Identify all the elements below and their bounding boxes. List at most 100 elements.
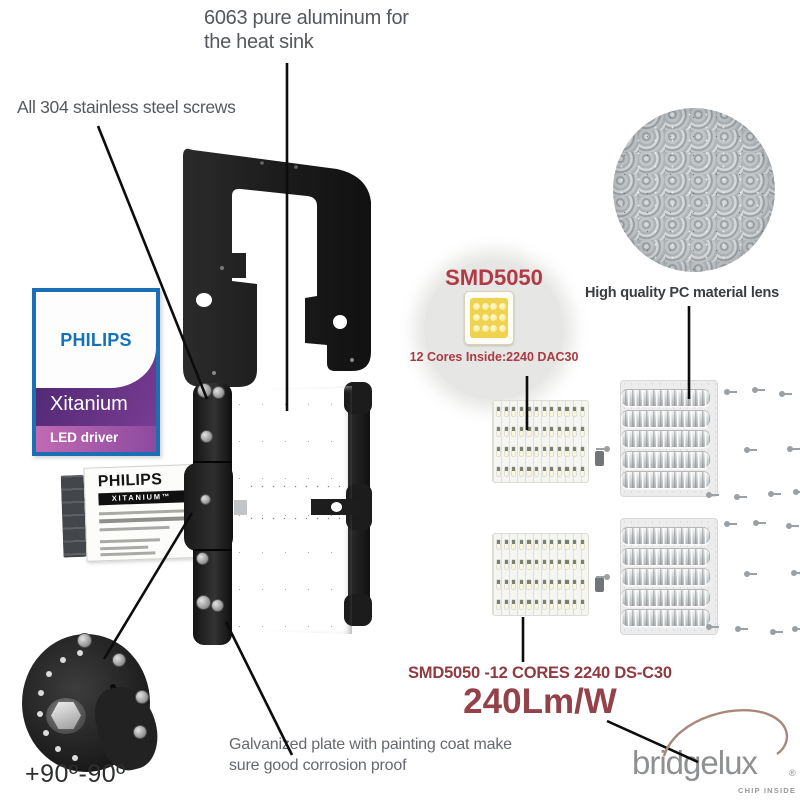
angle-adjust-hole: [46, 671, 52, 677]
led-pcb-module-2: [492, 533, 589, 616]
assembly-screw: [793, 489, 800, 495]
assembly-screw: [752, 387, 765, 393]
efficacy-value: 240Lm/W: [463, 682, 617, 721]
led: [504, 467, 508, 476]
left-middle-hinge: [184, 463, 233, 551]
led: [542, 540, 546, 549]
assembly-screw: [770, 629, 783, 635]
screw-shaft: [740, 628, 748, 630]
driver-xitanium-bar: XITANIUM™: [98, 490, 185, 506]
led: [557, 407, 561, 416]
led: [535, 467, 539, 476]
led: [557, 427, 561, 436]
led: [550, 580, 554, 589]
rail-bolt: [199, 493, 211, 505]
screw-shaft: [773, 493, 781, 495]
philips-driver-box: PHILIPS Xitanium LED driver: [32, 288, 160, 456]
led: [565, 600, 569, 609]
module-connector-1: [595, 451, 604, 466]
led: [580, 427, 584, 436]
led: [497, 447, 501, 456]
led: [497, 540, 501, 549]
bracket-hole-left: [196, 293, 212, 307]
led: [557, 580, 561, 589]
led: [580, 600, 584, 609]
led: [550, 540, 554, 549]
led-core-dot: [490, 325, 497, 332]
bridgelux-logo: bridgelux: [632, 744, 758, 781]
assembly-screw: [792, 626, 800, 632]
screw-shaft: [729, 391, 737, 393]
lens-bump-row: [621, 410, 710, 427]
led-chip-cores: [470, 298, 508, 338]
led: [573, 540, 577, 549]
assembly-screw: [791, 570, 800, 576]
lens-bump-row: [621, 472, 710, 488]
led-core-dot: [473, 325, 480, 332]
plate-slot-hole: [331, 502, 342, 512]
led: [535, 580, 539, 589]
led: [573, 560, 577, 569]
assembly-screw: [734, 494, 747, 500]
lens-bump-row: [621, 431, 710, 447]
led: [504, 560, 508, 569]
driver-fine-print: [100, 551, 156, 556]
led: [504, 540, 508, 549]
led: [527, 427, 531, 436]
led-core-dot: [490, 314, 497, 321]
led: [527, 600, 531, 609]
led: [512, 407, 516, 416]
led: [519, 447, 523, 456]
heatsink-annotation: 6063 pure aluminum for the heat sink: [204, 6, 409, 54]
lens-annotation: High quality PC material lens: [585, 285, 780, 301]
rail-bolt: [210, 598, 224, 612]
led-driver-label: LED driver: [50, 430, 119, 445]
led: [535, 407, 539, 416]
led-driver-strip: LED driver: [36, 426, 156, 452]
led: [504, 580, 508, 589]
led: [519, 600, 523, 609]
screw-shaft: [775, 631, 783, 633]
screw-shaft: [758, 522, 766, 524]
rail-bolt: [199, 429, 213, 443]
screw-shaft: [784, 393, 792, 395]
led: [535, 427, 539, 436]
led: [504, 427, 508, 436]
screw-shaft: [711, 494, 719, 496]
assembly-screw: [787, 446, 800, 452]
led: [565, 467, 569, 476]
led: [527, 407, 531, 416]
led: [557, 447, 561, 456]
led: [557, 467, 561, 476]
galvanized-annotation-line1: Galvanized plate with painting coat make: [229, 736, 512, 753]
plate-rivet-row: [246, 517, 346, 520]
module-spec-line: SMD5050 -12 CORES 2240 DS-C30: [408, 664, 672, 682]
screw-shaft: [757, 389, 765, 391]
angle-adjust-hole: [72, 755, 78, 761]
assembly-screw: [724, 389, 737, 395]
led: [565, 407, 569, 416]
led: [512, 540, 516, 549]
assembly-screw: [753, 520, 766, 526]
screw-shaft: [796, 572, 800, 574]
driver-fine-print: [100, 545, 149, 550]
screws-annotation: All 304 stainless steel screws: [17, 97, 236, 117]
assembly-screw: [744, 571, 757, 577]
lens-array-1: [620, 380, 718, 497]
led-chip-illustration: [464, 291, 514, 345]
screw-shaft: [739, 496, 747, 498]
led-core-dot: [481, 303, 489, 310]
led: [535, 600, 539, 609]
disc-bolt: [112, 653, 126, 667]
bridgelux-tagline: CHIP INSIDE: [738, 786, 797, 795]
pivot-hex-bolt: [51, 702, 81, 729]
led: [580, 447, 584, 456]
led: [565, 560, 569, 569]
angle-adjust-hole: [60, 657, 66, 663]
driver-fine-print: [99, 515, 196, 523]
lens-bump-row: [621, 528, 710, 544]
led: [542, 447, 546, 456]
led: [580, 540, 584, 549]
led-core-dot: [473, 314, 480, 321]
